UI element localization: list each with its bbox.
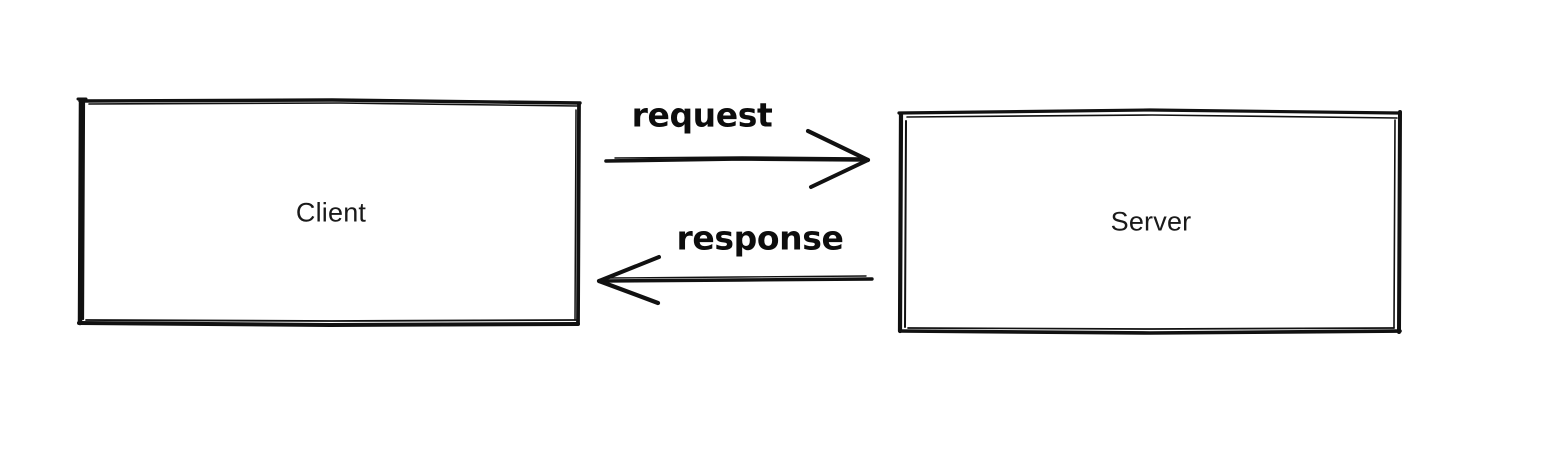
response-arrow[interactable] <box>596 255 874 306</box>
request-arrow[interactable] <box>604 128 871 189</box>
response-edge-label: response <box>676 218 844 258</box>
request-edge-label: request <box>631 95 773 135</box>
server-node-label: Server <box>1110 206 1192 237</box>
client-node-label: Client <box>295 197 367 228</box>
server-box[interactable] <box>897 108 1402 335</box>
client-box[interactable] <box>76 97 582 328</box>
